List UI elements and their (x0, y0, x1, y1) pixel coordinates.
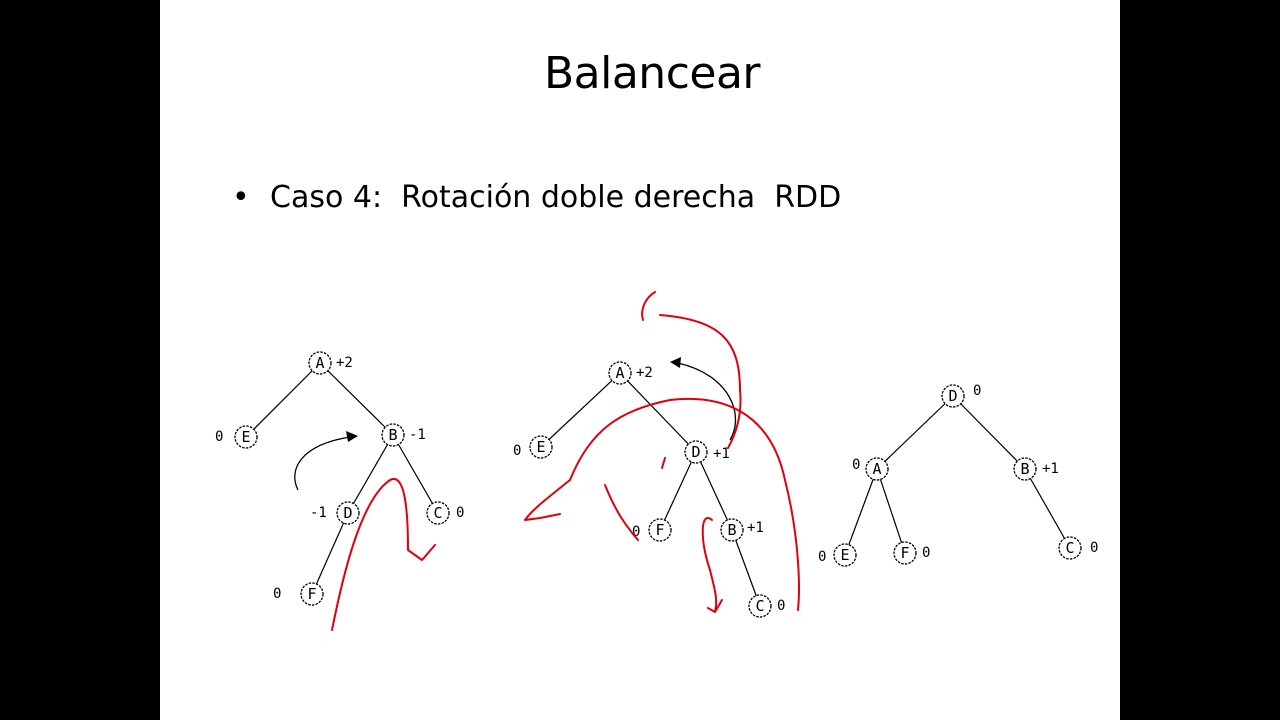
slide-title: Balancear (543, 48, 761, 99)
svg-text:C: C (1065, 539, 1074, 557)
tree-middle-step: A +2 E 0 D +1 F 0 B +1 (513, 291, 800, 618)
tree-node: C 0 (748, 594, 785, 618)
tree-node: E 0 (215, 425, 258, 449)
svg-text:E: E (241, 428, 250, 446)
avl-rotation-diagram: A +2 E 0 B -1 D -1 C 0 (215, 291, 1098, 631)
tree-node: D +1 (684, 440, 730, 464)
arrow-head-icon (346, 431, 358, 442)
tree-node: D 0 (941, 383, 981, 408)
tree-node: F 0 (632, 518, 672, 542)
svg-text:+1: +1 (747, 520, 764, 536)
svg-text:D: D (343, 504, 352, 522)
red-annotation-1 (331, 477, 436, 631)
svg-text:0: 0 (513, 443, 521, 459)
tree-node: B -1 (381, 423, 426, 447)
svg-text:B: B (388, 426, 397, 444)
svg-text:0: 0 (777, 598, 785, 614)
svg-text:0: 0 (215, 429, 223, 445)
svg-text:+2: +2 (636, 365, 653, 381)
tree-node: A +2 (608, 361, 653, 385)
svg-text:+2: +2 (336, 355, 353, 371)
svg-text:0: 0 (273, 586, 281, 602)
svg-text:F: F (307, 585, 316, 603)
red-annotation-4 (569, 397, 800, 611)
svg-text:+1: +1 (1042, 461, 1059, 477)
svg-text:E: E (536, 438, 545, 456)
red-annotation-5 (524, 479, 571, 521)
bullet-text: Caso 4: Rotación doble derecha RDD (270, 180, 842, 215)
tree-node: B +1 (720, 518, 764, 542)
svg-text:0: 0 (852, 457, 860, 473)
red-annotation-7 (604, 484, 639, 541)
svg-text:C: C (755, 597, 764, 615)
tree-node: A 0 (852, 457, 889, 481)
arrow-head-icon (670, 357, 681, 368)
tree-before-rotation: A +2 E 0 B -1 D -1 C 0 (215, 351, 464, 631)
svg-text:E: E (840, 546, 849, 564)
bullet-item: • Caso 4: Rotación doble derecha RDD (232, 180, 841, 215)
svg-text:0: 0 (973, 383, 981, 399)
tree-node: F 0 (893, 541, 930, 565)
rotation-arrow-1 (294, 436, 351, 491)
svg-text:A: A (872, 460, 881, 478)
svg-text:0: 0 (818, 549, 826, 565)
svg-text:F: F (900, 544, 909, 562)
svg-text:-1: -1 (310, 505, 327, 521)
svg-text:B: B (727, 521, 736, 539)
red-annotation-8 (701, 517, 723, 613)
svg-text:A: A (315, 354, 324, 372)
tree-after-rotation: D 0 A 0 B +1 E 0 F 0 (818, 383, 1098, 567)
bullet-dot-icon: • (232, 180, 250, 215)
tree-node: D -1 (310, 501, 360, 525)
rotation-arrow-2 (677, 362, 737, 441)
svg-text:-1: -1 (409, 427, 426, 443)
svg-text:D: D (948, 387, 957, 405)
svg-text:B: B (1020, 460, 1029, 478)
svg-text:D: D (691, 443, 700, 461)
svg-text:C: C (433, 504, 442, 522)
red-annotation-6 (661, 457, 666, 469)
tree-node: B +1 (1013, 457, 1059, 481)
svg-text:0: 0 (456, 505, 464, 521)
svg-text:0: 0 (632, 524, 640, 540)
tree-node: E 0 (818, 543, 857, 567)
svg-text:+1: +1 (713, 446, 730, 462)
red-annotation-2 (641, 291, 656, 321)
svg-text:A: A (615, 364, 624, 382)
slide: Balancear • Caso 4: Rotación doble derech… (160, 0, 1120, 720)
tree-node: E 0 (513, 435, 553, 459)
svg-text:0: 0 (922, 545, 930, 561)
tree-node: F 0 (273, 582, 324, 606)
tree-node: C 0 (426, 501, 464, 525)
red-annotation-3 (659, 314, 742, 449)
tree-node: A +2 (308, 351, 353, 375)
tree-node: C 0 (1058, 536, 1098, 560)
svg-text:F: F (655, 521, 664, 539)
svg-text:0: 0 (1090, 540, 1098, 556)
